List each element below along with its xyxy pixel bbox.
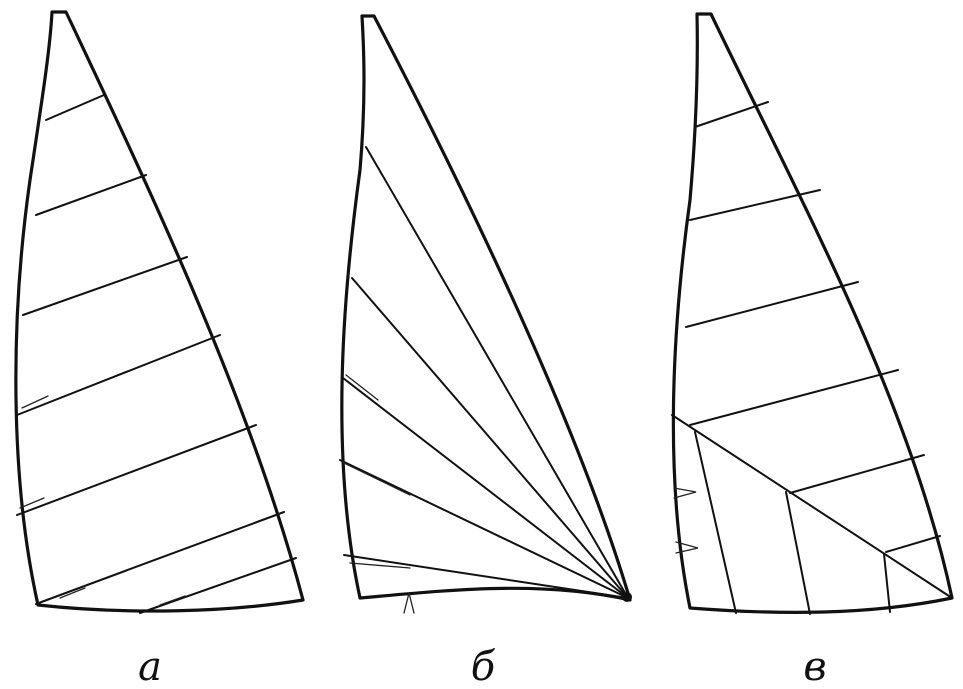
sail-v-seam: [671, 414, 953, 599]
sail-b-seam: [342, 377, 629, 599]
sail-b-clew-point: [622, 592, 632, 602]
sail-v-seam: [685, 281, 859, 328]
sail-v-seam: [694, 431, 737, 614]
sail-a-outline: [14, 10, 305, 613]
sail-v-seams: [671, 101, 953, 615]
sail-a-seam: [139, 557, 297, 614]
sail-a-seam: [16, 334, 221, 416]
sail-a-seam: [159, 595, 186, 606]
sail-v-batten-mark: [675, 541, 699, 554]
sail-a-seam: [35, 174, 147, 216]
sail-v-outline: [671, 12, 954, 614]
sail-v-seam: [689, 369, 899, 426]
sail-v-seam: [689, 189, 821, 221]
sail-v-seam: [885, 535, 941, 553]
sail-a-seam: [19, 497, 45, 509]
sail-v-label: в: [803, 644, 826, 689]
sail-v-seam: [789, 454, 925, 494]
sail-a: а: [14, 10, 305, 689]
sail-b-seam: [339, 459, 629, 599]
sail-a-label: а: [138, 644, 162, 689]
sail-v-seam: [883, 553, 891, 613]
sail-b-seam: [341, 461, 411, 496]
sail-b-seam: [365, 146, 629, 599]
sail-a-seam: [22, 256, 188, 316]
sail-b-seam: [349, 562, 411, 569]
sail-b-seam: [343, 554, 629, 599]
sail-b: б: [339, 14, 632, 689]
sail-a-seam: [35, 511, 285, 605]
sail-v-seam: [694, 101, 769, 128]
sail-a-seam: [59, 587, 86, 599]
sail-a-seam: [21, 395, 49, 409]
sail-b-label: б: [471, 644, 496, 689]
sail-v-seam: [785, 491, 811, 615]
sail-v: в: [671, 12, 954, 689]
sail-b-batten-mark: [403, 592, 415, 614]
sail-b-seam: [345, 374, 379, 401]
sail-b-seam: [351, 277, 629, 599]
sail-a-seam: [45, 94, 105, 121]
sail-a-seam: [16, 424, 257, 516]
sail-b-seams: [339, 146, 632, 614]
sail-a-seams: [16, 94, 297, 614]
sail-v-batten-mark: [673, 487, 697, 499]
sail-b-outline: [340, 14, 632, 602]
